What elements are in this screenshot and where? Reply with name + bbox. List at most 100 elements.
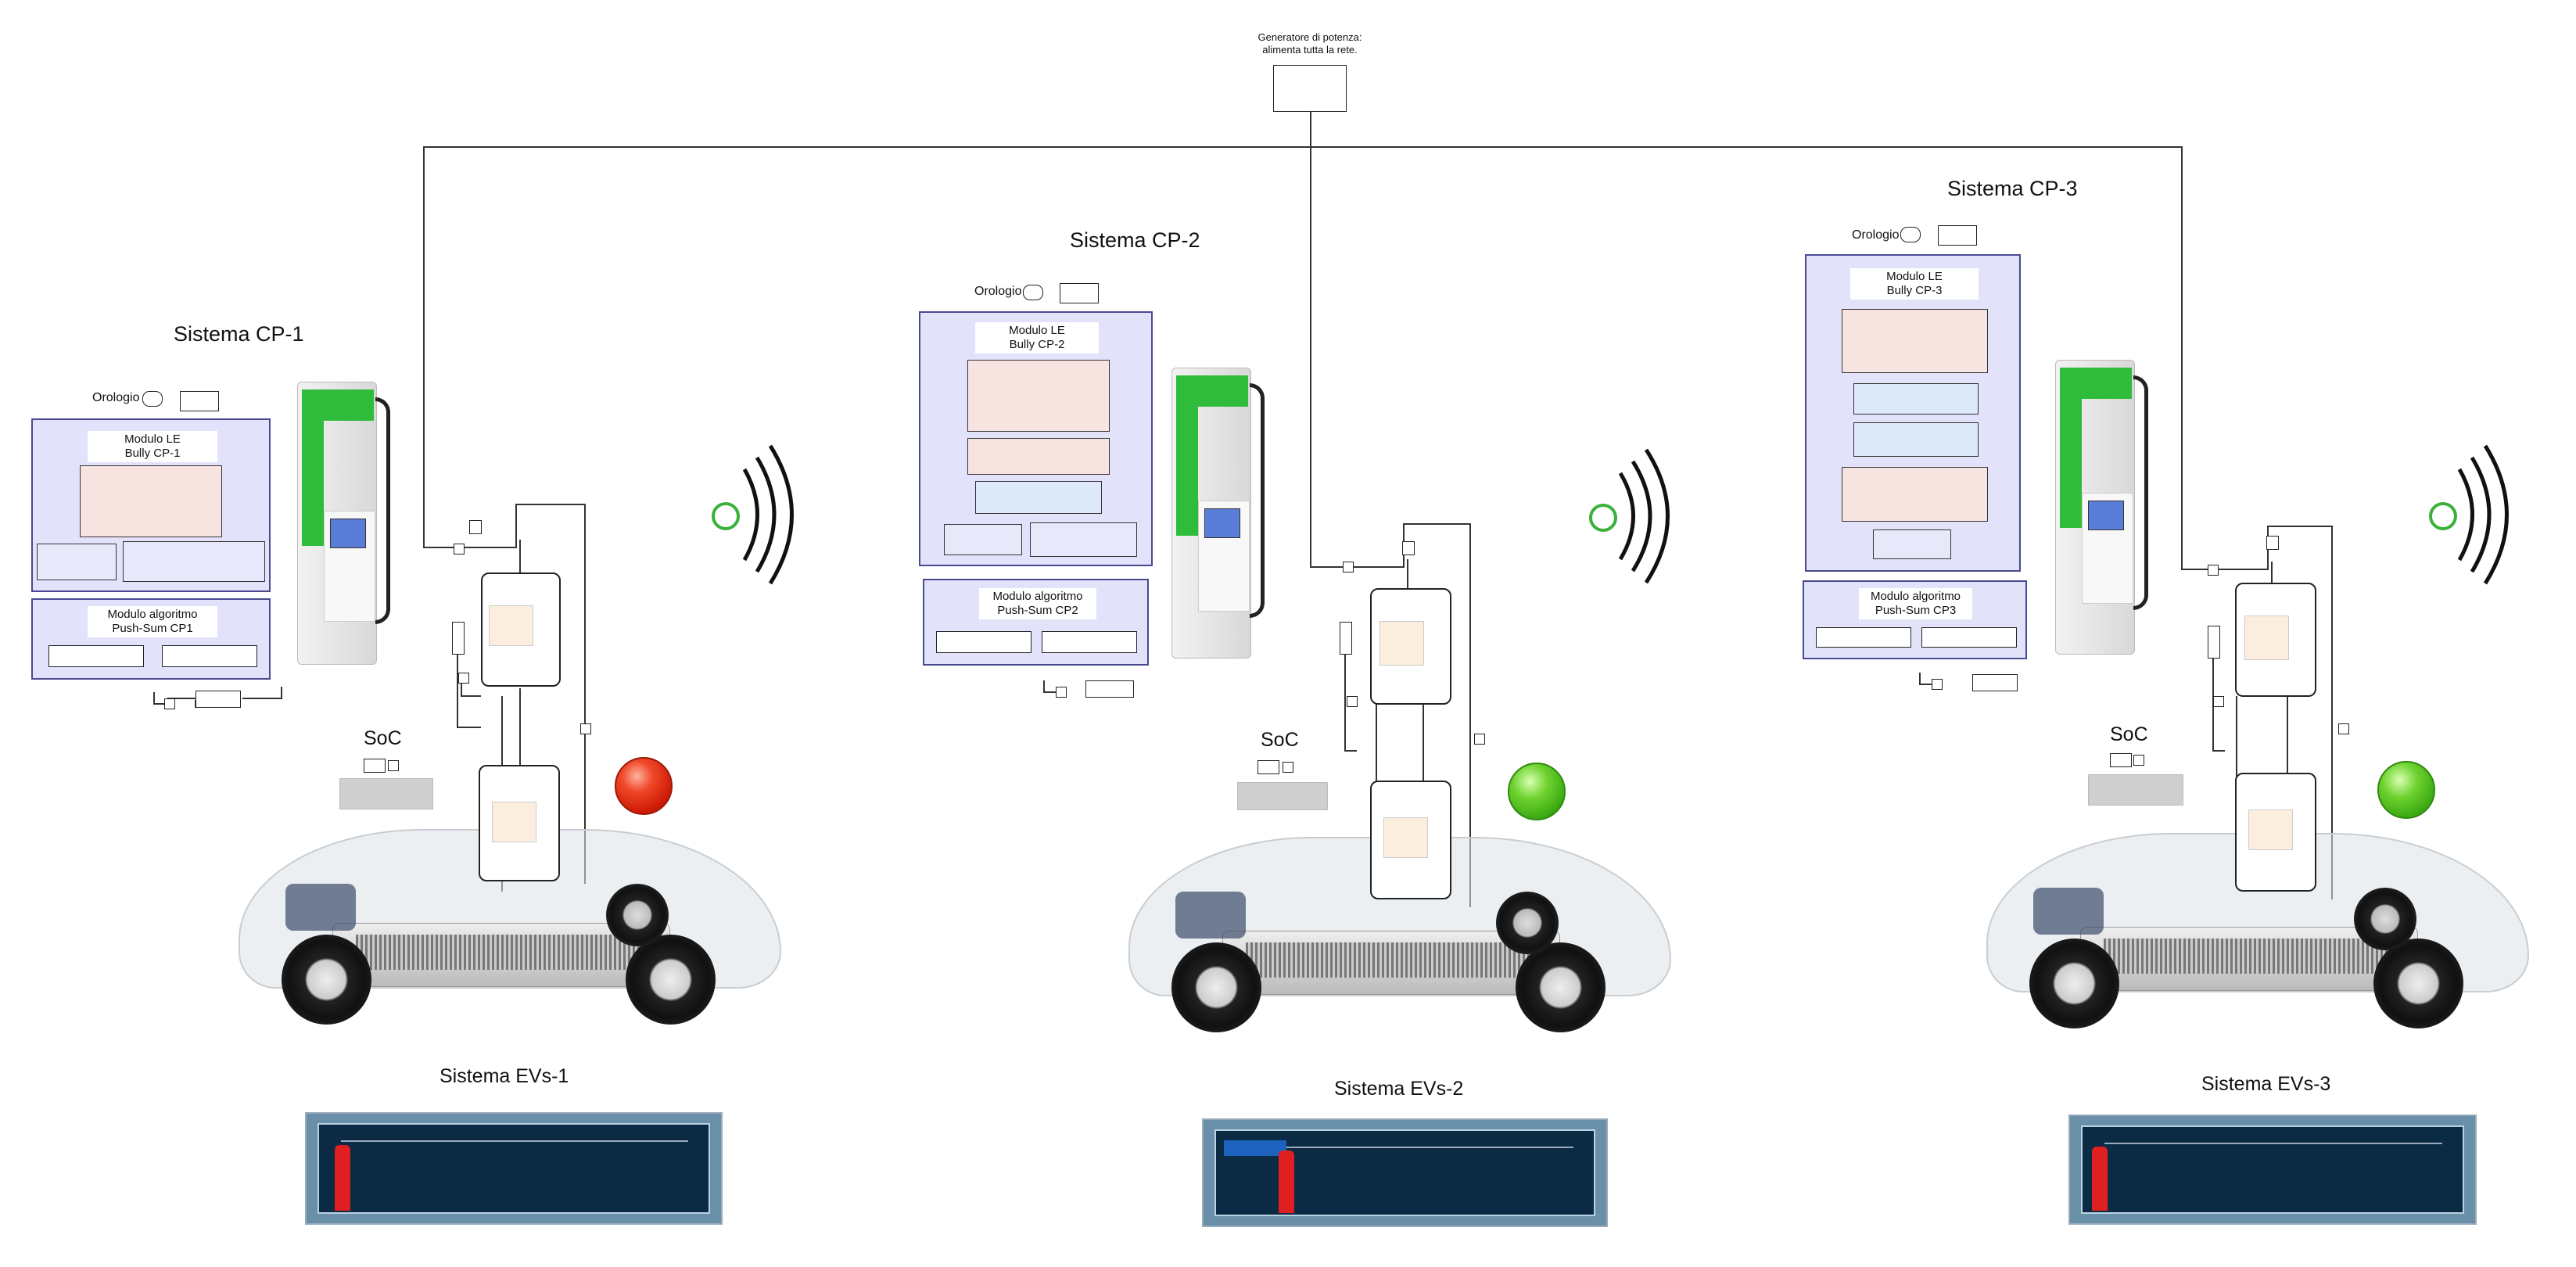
power-generator-block[interactable] — [1273, 65, 1347, 112]
cp1-pushsum-module[interactable]: Modulo algoritmo Push-Sum CP1 — [31, 598, 271, 680]
cp1-clock-label: Orologio — [92, 391, 140, 404]
cp1-mux-block — [196, 691, 241, 708]
cp1-le-module[interactable]: Modulo LE Bully CP-1 — [31, 418, 271, 592]
cp1-clock-icon[interactable] — [142, 391, 163, 407]
cp3-pushsum-line2: Push-Sum CP3 — [1875, 604, 1957, 617]
cp2-le-inner-5 — [1030, 522, 1137, 557]
cp3-node-a — [2208, 565, 2219, 576]
cp2-pushsum-label: Modulo algoritmo Push-Sum CP2 — [979, 588, 1096, 619]
cp2-clock-icon[interactable] — [1023, 285, 1043, 300]
cp2-le-module[interactable]: Modulo LE Bully CP-2 — [919, 311, 1153, 566]
cp1-title: Sistema CP-1 — [174, 322, 304, 346]
cp1-side-block — [452, 622, 465, 655]
cp2-pushsum-line2: Push-Sum CP2 — [997, 604, 1078, 617]
cp2-charger-controller[interactable] — [1370, 588, 1451, 705]
cp2-switch-block[interactable] — [1402, 541, 1415, 555]
soc3-block-b — [2133, 755, 2144, 766]
ev-car-1 — [239, 806, 786, 1056]
cp3-switch-block[interactable] — [2266, 536, 2279, 550]
cp3-charger-controller[interactable] — [2235, 583, 2316, 697]
soc1-label: SoC — [364, 727, 402, 749]
ev2-gauge-bar — [1279, 1150, 1294, 1213]
cp3-node-b — [2213, 696, 2224, 707]
generator-caption-line1: Generatore di potenza: — [1258, 31, 1362, 43]
cp2-mux-block — [1085, 680, 1134, 698]
cp3-pushsum-module[interactable]: Modulo algoritmo Push-Sum CP3 — [1803, 580, 2027, 659]
cp2-le-inner-4 — [944, 524, 1022, 555]
soc2-block-b — [1283, 762, 1293, 773]
cp3-clock-icon[interactable] — [1900, 227, 1921, 242]
cp1-pushsum-block-a — [48, 645, 144, 667]
soc3-label: SoC — [2110, 723, 2148, 745]
cp3-node-c — [2338, 723, 2349, 734]
cp1-pushsum-block-b — [162, 645, 257, 667]
cp1-pushsum-line2: Push-Sum CP1 — [112, 622, 193, 635]
cp1-le-inner-2 — [37, 544, 117, 580]
cp3-clock-label: Orologio — [1852, 228, 1900, 242]
charging-station-2 — [1165, 360, 1275, 665]
cp1-le-line1: Modulo LE — [124, 433, 181, 446]
cp2-status-lamp — [1508, 763, 1566, 820]
ev2-gauge-fill — [1224, 1140, 1286, 1156]
generator-caption-line2: alimenta tutta la rete. — [1262, 44, 1358, 56]
cp2-node-a — [1343, 562, 1354, 572]
soc2-block-a — [1258, 760, 1279, 774]
ev-car-2 — [1128, 813, 1676, 1064]
cp2-node-b — [1347, 696, 1358, 707]
cp3-clock-block[interactable] — [1938, 225, 1977, 246]
cp1-wireless-indicator — [712, 502, 740, 530]
cp1-le-inner-1 — [80, 465, 222, 537]
charging-station-3 — [2049, 352, 2158, 661]
ev3-soc-gauge — [2068, 1114, 2477, 1225]
ev1-title: Sistema EVs-1 — [439, 1065, 569, 1087]
cp2-clock-block[interactable] — [1060, 283, 1099, 303]
ev2-battery-block[interactable] — [1370, 781, 1451, 899]
cp3-pushsum-label: Modulo algoritmo Push-Sum CP3 — [1859, 588, 1972, 619]
cp2-node-d — [1056, 687, 1067, 698]
soc1-block-a — [364, 759, 386, 773]
cp1-charger-controller[interactable] — [481, 572, 561, 687]
cp2-node-c — [1474, 734, 1485, 745]
ev3-battery-block[interactable] — [2235, 773, 2316, 892]
cp1-node-d — [164, 698, 175, 709]
cp2-side-block — [1340, 622, 1352, 655]
soc3-display — [2088, 774, 2183, 806]
cp1-clock-block[interactable] — [180, 391, 219, 411]
cp3-le-inner-5 — [1873, 529, 1951, 559]
ev2-title: Sistema EVs-2 — [1334, 1078, 1464, 1100]
cp3-side-block — [2208, 626, 2220, 659]
cp3-title: Sistema CP-3 — [1947, 177, 2078, 200]
cp2-le-line1: Modulo LE — [1009, 324, 1065, 337]
cp2-le-module-label: Modulo LE Bully CP-2 — [975, 322, 1099, 354]
cp2-le-inner-2 — [967, 438, 1110, 475]
ev1-gauge-bar — [335, 1145, 350, 1211]
cp2-pushsum-line1: Modulo algoritmo — [992, 590, 1083, 603]
ev1-battery-block[interactable] — [479, 765, 560, 881]
cp3-le-inner-2 — [1853, 383, 1979, 415]
cp2-wireless-indicator — [1589, 504, 1617, 532]
cp3-le-module[interactable]: Modulo LE Bully CP-3 — [1805, 254, 2021, 572]
cp2-le-inner-3 — [975, 481, 1102, 514]
generator-caption: Generatore di potenza: alimenta tutta la… — [1220, 31, 1400, 56]
cp3-wireless-indicator — [2429, 502, 2457, 530]
cp2-pushsum-module[interactable]: Modulo algoritmo Push-Sum CP2 — [923, 579, 1149, 666]
cp1-node-b — [458, 673, 469, 684]
cp1-pushsum-line1: Modulo algoritmo — [107, 608, 198, 621]
cp1-node-a — [454, 544, 465, 555]
soc3-block-a — [2110, 753, 2132, 767]
cp1-switch-block[interactable] — [469, 520, 482, 534]
cp1-le-module-label: Modulo LE Bully CP-1 — [88, 431, 217, 462]
cp3-le-inner-3 — [1853, 422, 1979, 457]
cp3-pushsum-block-b — [1921, 627, 2017, 648]
ev1-soc-gauge — [305, 1112, 723, 1225]
cp2-le-line2: Bully CP-2 — [1009, 338, 1065, 351]
cp3-le-inner-4 — [1842, 467, 1988, 522]
cp3-le-line2: Bully CP-3 — [1886, 284, 1943, 297]
ev3-title: Sistema EVs-3 — [2201, 1073, 2331, 1095]
cp3-status-lamp — [2377, 761, 2435, 819]
cp1-node-c — [580, 723, 591, 734]
soc2-label: SoC — [1261, 729, 1299, 751]
ev3-gauge-bar — [2092, 1147, 2108, 1211]
charging-station-1 — [291, 374, 400, 671]
cp3-mux-block — [1972, 674, 2018, 691]
